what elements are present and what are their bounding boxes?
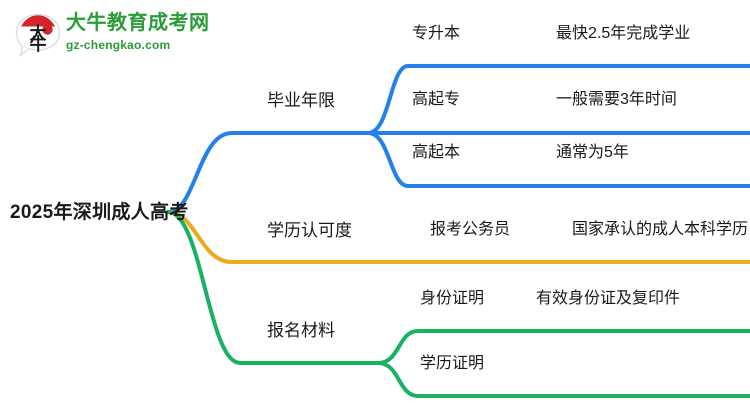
- node-child-education-proof[interactable]: 学历证明: [420, 355, 485, 372]
- speech-bubble-logo-icon: 大 牛: [15, 13, 61, 58]
- link-branch-1-to-child-1: [366, 64, 750, 135]
- node-branch-graduation-term[interactable]: 毕业年限: [267, 91, 335, 110]
- svg-text:牛: 牛: [30, 34, 47, 54]
- svg-text:大: 大: [30, 23, 47, 43]
- node-child-zhuanshengben[interactable]: 专升本: [412, 25, 461, 42]
- link-root-to-branch-1: [166, 131, 370, 214]
- node-child-civil-service-exam[interactable]: 报考公务员: [430, 221, 511, 238]
- logo-wordmark: 大牛教育成考网 gz-chengkao.com: [66, 11, 216, 59]
- node-root[interactable]: 2025年深圳成人高考: [10, 202, 189, 223]
- node-leaf-valid-id-copy[interactable]: 有效身份证及复印件: [536, 290, 681, 307]
- node-child-id-proof[interactable]: 身份证明: [420, 290, 485, 307]
- link-branch-3-to-child-2: [376, 361, 750, 398]
- node-leaf-gaoqiben-duration[interactable]: 通常为5年: [556, 144, 629, 161]
- node-leaf-zhuanshengben-duration[interactable]: 最快2.5年完成学业: [556, 25, 691, 42]
- link-root-to-branch-3: [166, 210, 380, 365]
- logo-brand-name: 大牛教育成考网: [66, 12, 210, 34]
- node-child-gaoqizhuan[interactable]: 高起专: [412, 91, 461, 108]
- site-logo: 大 牛 大牛教育成考网 gz-chengkao.com: [14, 10, 214, 62]
- logo-brand-url: gz-chengkao.com: [66, 38, 171, 52]
- node-leaf-gaoqizhuan-duration[interactable]: 一般需要3年时间: [556, 91, 677, 108]
- node-leaf-recognized-degree[interactable]: 国家承认的成人本科学历: [572, 221, 749, 238]
- link-branch-3-to-child-1: [376, 329, 750, 365]
- node-branch-degree-recognition[interactable]: 学历认可度: [267, 221, 352, 240]
- node-child-gaoqiben[interactable]: 高起本: [412, 144, 461, 161]
- node-branch-application-materials[interactable]: 报名材料: [267, 321, 335, 340]
- link-branch-1-to-child-3: [366, 131, 750, 188]
